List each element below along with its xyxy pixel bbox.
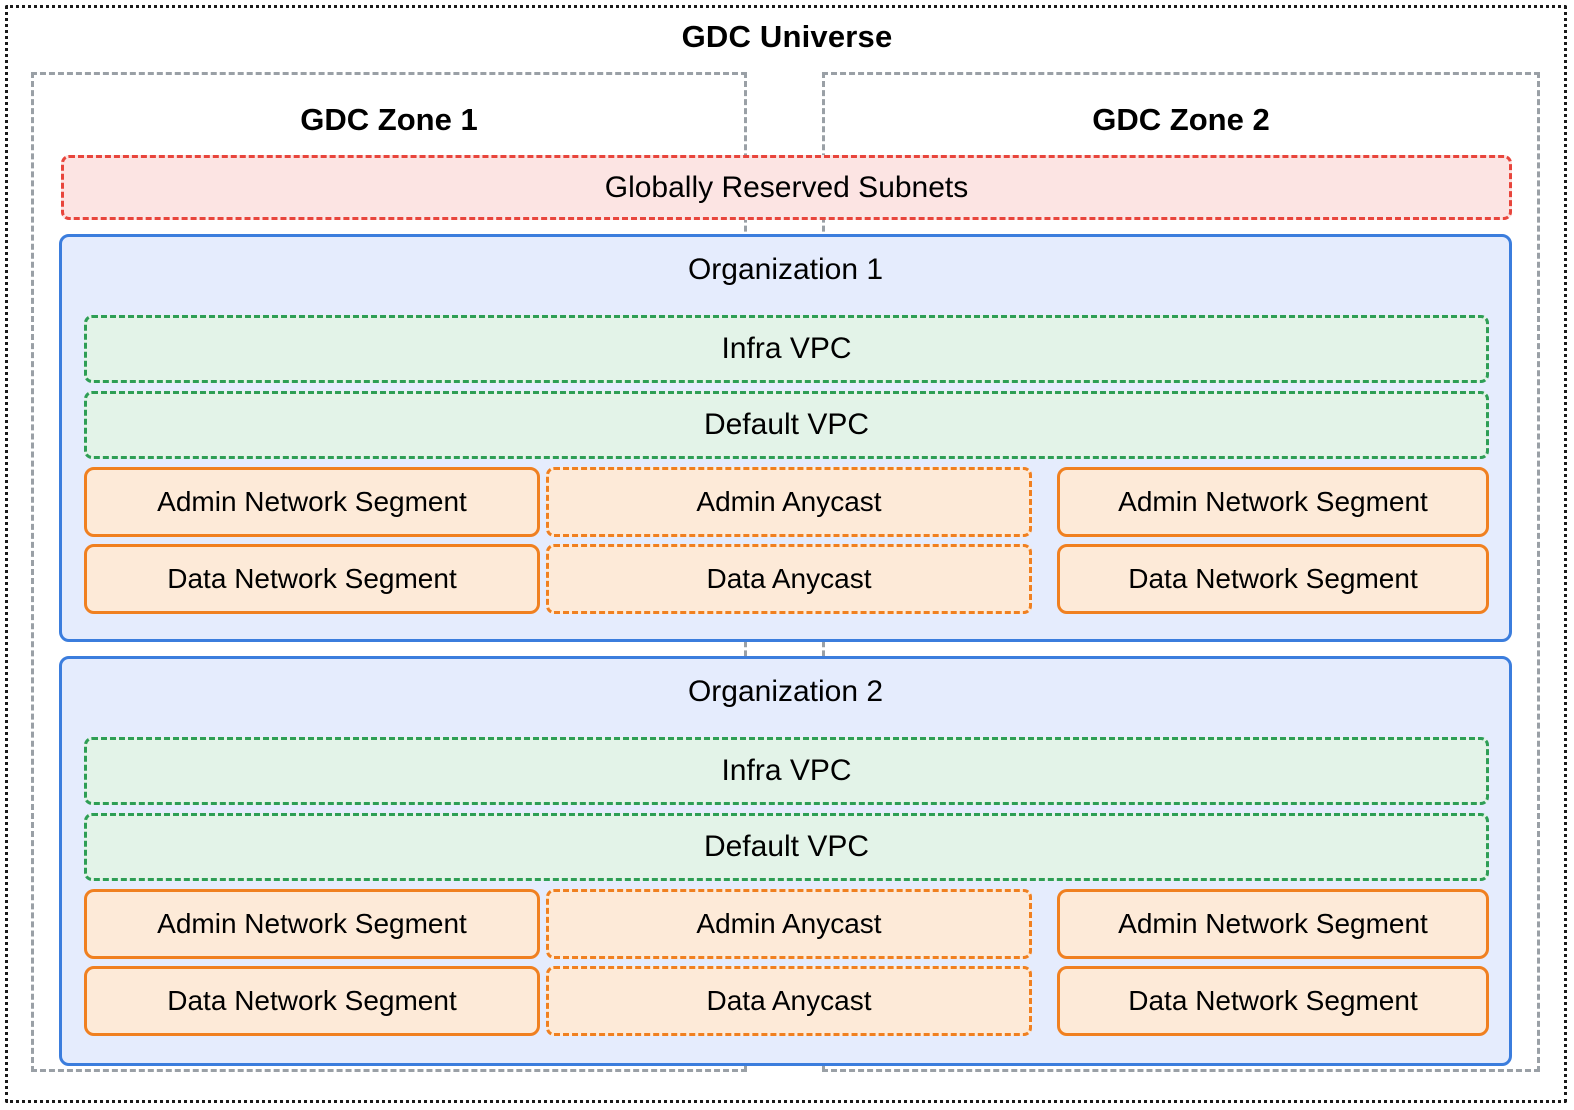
organization-1-zone1-data-network-segment-label: Data Network Segment	[167, 563, 457, 594]
organization-1-zone1-data-network-segment: Data Network Segment	[84, 544, 540, 614]
organization-1-default-vpc-label: Default VPC	[703, 408, 870, 441]
organization-1-data-anycast: Data Anycast	[546, 544, 1032, 614]
organization-1-zone1-admin-network-segment-label: Admin Network Segment	[157, 486, 467, 517]
organization-1-zone2-admin-network-segment: Admin Network Segment	[1057, 467, 1489, 537]
organization-2-data-anycast-label: Data Anycast	[706, 985, 872, 1016]
organization-1-data-row: Data Network Segment Data Anycast Data N…	[62, 544, 1509, 614]
organization-2-zone1-admin-network-segment-label: Admin Network Segment	[157, 908, 467, 939]
organization-1-title: Organization 1	[687, 253, 884, 286]
organization-2-zone1-admin-network-segment: Admin Network Segment	[84, 889, 540, 959]
gdc-zone-1-title: GDC Zone 1	[300, 102, 478, 137]
organization-1-default-vpc-box: Default VPC	[84, 391, 1489, 459]
organization-2-infra-vpc-label: Infra VPC	[721, 754, 852, 787]
organization-2-default-vpc-label: Default VPC	[703, 830, 870, 863]
organization-2-infra-vpc-box: Infra VPC	[84, 737, 1489, 805]
organization-1-admin-anycast: Admin Anycast	[546, 467, 1032, 537]
organization-1-infra-vpc-label: Infra VPC	[721, 332, 852, 365]
organization-1-admin-anycast-label: Admin Anycast	[696, 486, 882, 517]
organization-2-zone2-admin-network-segment-label: Admin Network Segment	[1118, 908, 1428, 939]
organization-2-zone1-data-network-segment: Data Network Segment	[84, 966, 540, 1036]
globally-reserved-subnets-label: Globally Reserved Subnets	[604, 170, 969, 204]
organization-1-zone2-data-network-segment: Data Network Segment	[1057, 544, 1489, 614]
gdc-zone-2-title: GDC Zone 2	[1092, 102, 1270, 137]
gdc-universe-boundary	[5, 5, 1567, 1103]
organization-1-infra-vpc-box: Infra VPC	[84, 315, 1489, 383]
organization-1-box: Organization 1 Infra VPC Default VPC Adm…	[59, 234, 1512, 642]
organization-1-admin-row: Admin Network Segment Admin Anycast Admi…	[62, 467, 1509, 537]
organization-1-data-anycast-label: Data Anycast	[706, 563, 872, 594]
organization-2-default-vpc-box: Default VPC	[84, 813, 1489, 881]
organization-2-data-row: Data Network Segment Data Anycast Data N…	[62, 966, 1509, 1036]
organization-2-admin-row: Admin Network Segment Admin Anycast Admi…	[62, 889, 1509, 959]
organization-2-admin-anycast: Admin Anycast	[546, 889, 1032, 959]
organization-1-zone2-admin-network-segment-label: Admin Network Segment	[1118, 486, 1428, 517]
organization-2-zone2-data-network-segment-label: Data Network Segment	[1128, 985, 1418, 1016]
organization-2-admin-anycast-label: Admin Anycast	[696, 908, 882, 939]
globally-reserved-subnets-box: Globally Reserved Subnets	[61, 155, 1512, 220]
organization-2-zone2-data-network-segment: Data Network Segment	[1057, 966, 1489, 1036]
organization-1-zone2-data-network-segment-label: Data Network Segment	[1128, 563, 1418, 594]
organization-1-zone1-admin-network-segment: Admin Network Segment	[84, 467, 540, 537]
organization-2-data-anycast: Data Anycast	[546, 966, 1032, 1036]
organization-2-zone2-admin-network-segment: Admin Network Segment	[1057, 889, 1489, 959]
organization-2-box: Organization 2 Infra VPC Default VPC Adm…	[59, 656, 1512, 1066]
organization-2-zone1-data-network-segment-label: Data Network Segment	[167, 985, 457, 1016]
gdc-universe-title: GDC Universe	[681, 19, 893, 54]
organization-2-title: Organization 2	[687, 675, 884, 708]
